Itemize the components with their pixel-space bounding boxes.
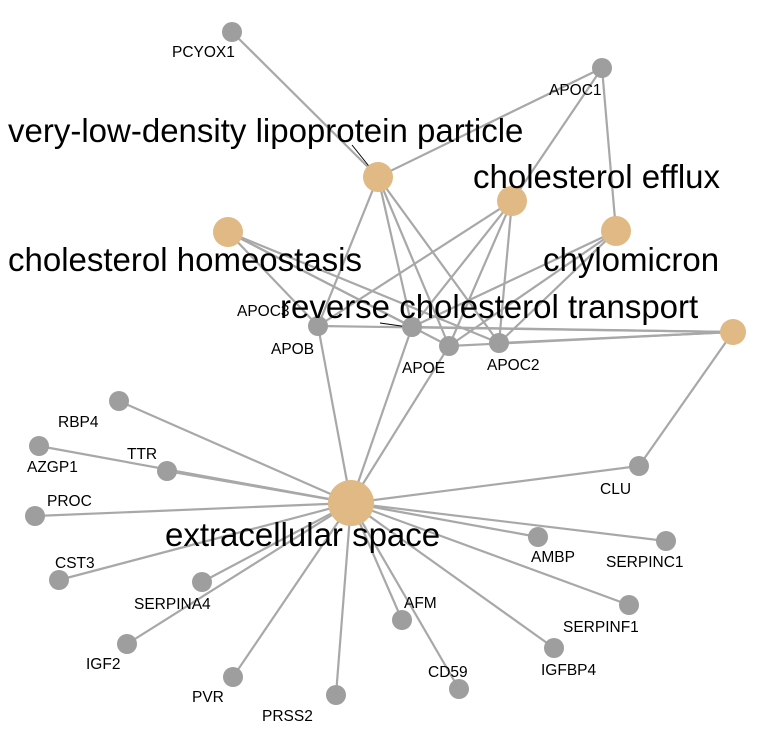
edge-chylomicron-apoc2 xyxy=(498,230,617,344)
term-node-rct xyxy=(720,319,746,345)
edge-efflux-apoc3 xyxy=(411,200,513,328)
gene-label-apob: APOB xyxy=(271,341,314,358)
gene-node-serpina4 xyxy=(192,572,212,592)
edge-chylomicron-apoc3 xyxy=(411,230,617,328)
gene-label-pcyox1: PCYOX1 xyxy=(172,44,235,61)
gene-node-afm xyxy=(392,610,412,630)
edge-ecs-ttr xyxy=(166,469,352,505)
edge-vldl-apoc2 xyxy=(377,176,500,344)
gene-label-pvr: PVR xyxy=(192,689,224,706)
node-layer xyxy=(25,22,746,705)
gene-label-apoc2: APOC2 xyxy=(487,357,540,374)
gene-label-apoc3: APOC3 xyxy=(237,303,290,320)
gene-node-pcyox1 xyxy=(222,22,242,42)
gene-node-apoe xyxy=(439,336,459,356)
edge-ecs-apoc3 xyxy=(349,326,414,504)
gene-label-serpina4: SERPINA4 xyxy=(134,596,211,613)
term-node-efflux xyxy=(497,186,527,216)
edge-ecs-ambp xyxy=(350,501,539,539)
edge-ecs-apoe xyxy=(350,345,450,504)
term-label-efflux: cholesterol efflux xyxy=(473,158,721,195)
gene-label-serpinf1: SERPINF1 xyxy=(563,619,639,636)
edge-efflux-apob xyxy=(317,200,513,327)
edge-ecs-clu xyxy=(350,464,640,505)
gene-label-azgp1: AZGP1 xyxy=(27,459,78,476)
gene-label-serpinc1: SERPINC1 xyxy=(606,554,684,571)
gene-node-rbp4 xyxy=(109,391,129,411)
edge-ecs-serpina4 xyxy=(201,502,352,583)
gene-label-apoc1: APOC1 xyxy=(549,82,602,99)
term-label-chylomicron: chylomicron xyxy=(543,241,719,278)
term-label-rct: reverse cholesterol transport xyxy=(280,288,698,325)
edge-vldl-pcyox1 xyxy=(231,31,379,178)
edge-ecs-prss2 xyxy=(334,502,353,696)
edge-ecs-pvr xyxy=(232,502,352,678)
gene-node-azgp1 xyxy=(29,436,49,456)
edge-homeostasis-apob xyxy=(227,231,319,327)
gene-label-rbp4: RBP4 xyxy=(58,414,99,431)
gene-node-proc xyxy=(25,506,45,526)
gene-label-ambp: AMBP xyxy=(531,549,575,566)
edge-ecs-cd59 xyxy=(350,502,460,690)
edge-efflux-apoc2 xyxy=(497,200,514,344)
edge-vldl-apoc1 xyxy=(377,67,603,178)
edge-efflux-apoc1 xyxy=(511,67,603,202)
gene-node-cst3 xyxy=(49,570,69,590)
edge-ecs-apob xyxy=(316,325,353,504)
gene-node-pvr xyxy=(223,667,243,687)
edge-vldl-apoc3 xyxy=(376,176,414,328)
gene-node-ambp xyxy=(528,527,548,547)
gene-node-apoc2 xyxy=(489,333,509,353)
term-node-homeostasis xyxy=(213,217,243,247)
gene-label-prss2: PRSS2 xyxy=(262,708,313,725)
edge-homeostasis-apoc2 xyxy=(227,230,500,345)
gene-label-ttr: TTR xyxy=(127,446,157,463)
gene-label-igfbp4: IGFBP4 xyxy=(541,662,597,679)
gene-node-igf2 xyxy=(117,634,137,654)
gene-node-apoc3 xyxy=(402,317,422,337)
gene-label-cd59: CD59 xyxy=(428,664,468,681)
gene-node-apoc1 xyxy=(592,58,612,78)
gene-label-proc: PROC xyxy=(47,493,92,510)
gene-node-ttr xyxy=(157,461,177,481)
term-label-vldl: very-low-density lipoprotein particle xyxy=(8,112,523,149)
gene-label-igf2: IGF2 xyxy=(86,656,120,673)
edge-vldl-apob xyxy=(316,176,380,327)
gene-node-clu xyxy=(629,456,649,476)
edge-ecs-serpinc1 xyxy=(350,501,667,543)
edge-ecs-igfbp4 xyxy=(350,502,555,649)
gene-label-cst3: CST3 xyxy=(55,555,95,572)
gene-label-afm: AFM xyxy=(404,595,437,612)
edge-efflux-apoe xyxy=(447,200,514,347)
gene-node-cd59 xyxy=(449,679,469,699)
edge-ecs-serpinf1 xyxy=(350,501,630,607)
term-label-ecs: extracellular space xyxy=(165,516,440,553)
term-node-ecs xyxy=(328,480,374,526)
gene-label-clu: CLU xyxy=(600,481,631,498)
edge-rct-apoc2 xyxy=(498,330,734,345)
term-label-homeostasis: cholesterol homeostasis xyxy=(8,241,362,278)
term-node-vldl xyxy=(363,162,393,192)
term-node-chylomicron xyxy=(601,216,631,246)
gene-node-serpinc1 xyxy=(656,531,676,551)
gene-label-apoe: APOE xyxy=(402,360,445,377)
gene-node-igfbp4 xyxy=(544,638,564,658)
edge-chylomicron-apoe xyxy=(448,230,617,347)
edge-rct-apob xyxy=(317,324,734,334)
edge-rct-clu xyxy=(638,331,734,467)
gene-node-serpinf1 xyxy=(619,595,639,615)
edge-ecs-igf2 xyxy=(126,502,352,645)
edge-ecs-cst3 xyxy=(58,501,352,582)
edge-chylomicron-apoc1 xyxy=(600,67,618,232)
edge-ecs-proc xyxy=(34,501,352,518)
gene-node-apob xyxy=(308,316,328,336)
edge-ecs-rbp4 xyxy=(118,399,352,505)
gene-node-prss2 xyxy=(326,685,346,705)
